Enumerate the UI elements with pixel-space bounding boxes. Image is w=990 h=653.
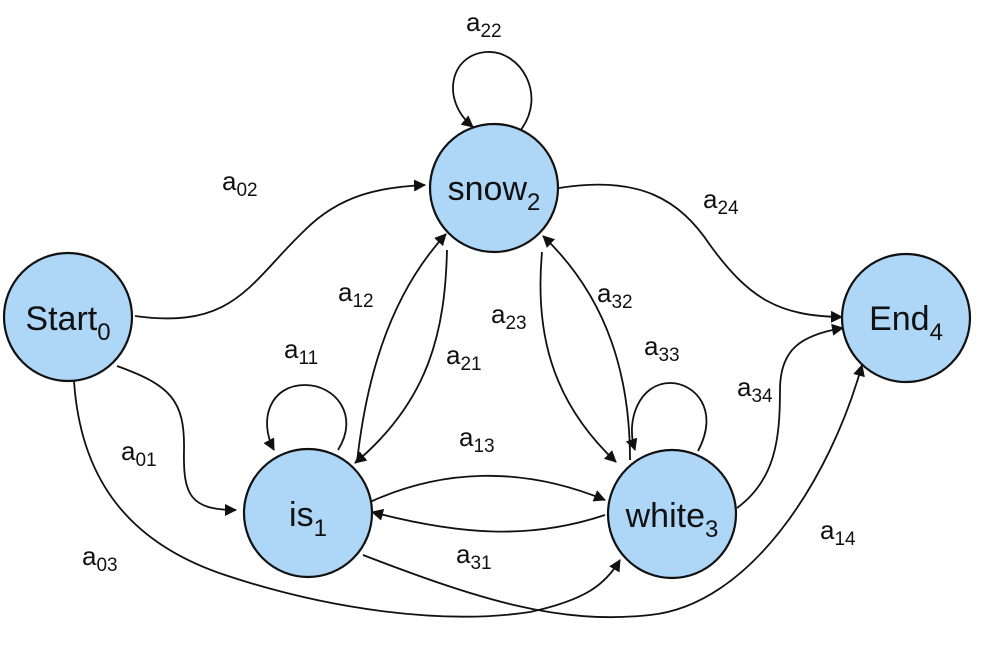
- edge-a01: [116, 365, 237, 516]
- edge-a31: [371, 508, 606, 533]
- node-white-label: white3: [625, 497, 719, 543]
- edge-a24: [558, 183, 843, 323]
- edge-a21: [354, 249, 448, 464]
- edge-label-a03: a03: [82, 541, 118, 576]
- edges: [73, 51, 865, 619]
- edge-label-a34: a34: [737, 372, 773, 407]
- node-end: End4: [840, 252, 972, 384]
- edge-a12: [356, 233, 447, 463]
- edge-a03: [73, 380, 621, 618]
- edge-a14: [362, 364, 865, 619]
- node-is: is1: [242, 447, 374, 579]
- edge-label-a31: a31: [456, 539, 492, 574]
- edge-label-a24: a24: [703, 184, 739, 219]
- edge-a13: [369, 474, 606, 503]
- edge-label-a12: a12: [338, 277, 374, 312]
- node-snow: snow2: [428, 122, 560, 254]
- node-is-label: is1: [289, 496, 327, 542]
- edge-label-a13: a13: [459, 422, 495, 457]
- edge-label-a11: a11: [284, 334, 318, 369]
- node-start-label: Start0: [25, 300, 110, 346]
- nodes: Start0 snow2 End4 is1 white3: [2, 122, 972, 580]
- edge-label-a22: a22: [466, 7, 502, 42]
- node-end-label: End4: [869, 300, 943, 346]
- node-snow-label: snow2: [448, 170, 541, 216]
- node-start: Start0: [2, 251, 134, 383]
- edge-label-a32: a32: [597, 278, 633, 313]
- edge-a02: [134, 179, 426, 320]
- edge-label-a14: a14: [820, 515, 856, 550]
- node-white: white3: [606, 448, 738, 580]
- edge-a22: [452, 51, 533, 132]
- edge-a23: [539, 251, 617, 463]
- edge-label-a23: a23: [491, 299, 527, 334]
- edge-label-a01: a01: [121, 436, 157, 471]
- edge-a34: [736, 323, 844, 509]
- edge-label-a21: a21: [446, 340, 482, 375]
- edge-a33: [625, 382, 708, 452]
- edge-label-a02: a02: [222, 166, 258, 201]
- edge-labels: a02 a01 a03 a22 a24 a12 a21 a23 a32 a11 …: [82, 7, 856, 576]
- edge-a11: [263, 384, 348, 451]
- edge-label-a33: a33: [644, 331, 680, 366]
- edge-a32: [542, 235, 631, 461]
